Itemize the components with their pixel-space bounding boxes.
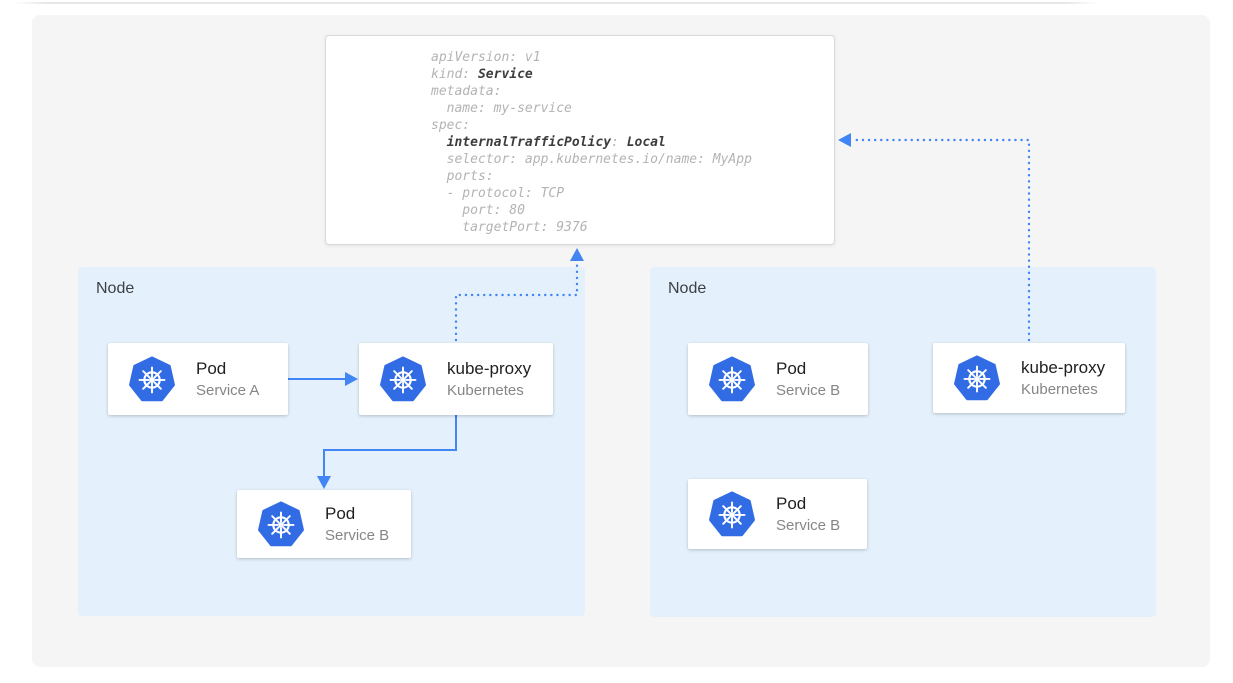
kubernetes-icon [380, 356, 426, 402]
card-title: kube-proxy [1021, 358, 1106, 377]
code-line: spec: [431, 118, 471, 133]
card-kube-proxy-right: kube-proxy Kubernetes [933, 343, 1125, 413]
card-title: Pod [776, 494, 807, 513]
card-pod-service-a: Pod Service A [108, 343, 288, 415]
service-yaml-card: apiVersion: v1 kind: Service metadata: nam… [325, 35, 835, 245]
kubernetes-icon [129, 356, 175, 402]
code-line: port: 80 [431, 203, 525, 218]
card-kube-proxy-left: kube-proxy Kubernetes [359, 343, 553, 415]
card-subtitle: Kubernetes [447, 382, 524, 399]
code-line: apiVersion: v1 [431, 50, 541, 65]
card-subtitle: Service B [776, 517, 841, 534]
node-label: Node [96, 280, 135, 297]
card-pod-service-b-right-bottom: Pod Service B [688, 479, 867, 549]
code-line: name: my-service [431, 101, 572, 116]
card-title: Pod [196, 359, 227, 378]
node-label: Node [668, 280, 707, 297]
code-line: kind: Service [431, 67, 533, 82]
card-pod-service-b-right-top: Pod Service B [688, 343, 868, 415]
kubernetes-icon [954, 355, 1000, 401]
code-line: selector: app.kubernetes.io/name: MyApp [431, 152, 752, 167]
card-title: kube-proxy [447, 359, 532, 378]
card-subtitle: Service B [776, 382, 841, 399]
card-pod-service-b-left: Pod Service B [237, 490, 411, 558]
code-line: metadata: [431, 84, 502, 99]
code-line: ports: [431, 169, 494, 184]
kubernetes-icon [709, 491, 755, 537]
node-right: Node [650, 267, 1156, 617]
top-divider [14, 2, 1098, 4]
node-left: Node [78, 267, 585, 616]
card-subtitle: Service B [325, 527, 390, 544]
code-line: targetPort: 9376 [431, 220, 588, 235]
kubernetes-icon [258, 501, 304, 547]
card-title: Pod [776, 359, 807, 378]
code-line: internalTrafficPolicy: Local [446, 135, 666, 150]
card-title: Pod [325, 504, 356, 523]
card-subtitle: Kubernetes [1021, 381, 1098, 398]
kubernetes-icon [709, 356, 755, 402]
code-line: - protocol: TCP [431, 186, 565, 201]
card-subtitle: Service A [196, 382, 260, 399]
